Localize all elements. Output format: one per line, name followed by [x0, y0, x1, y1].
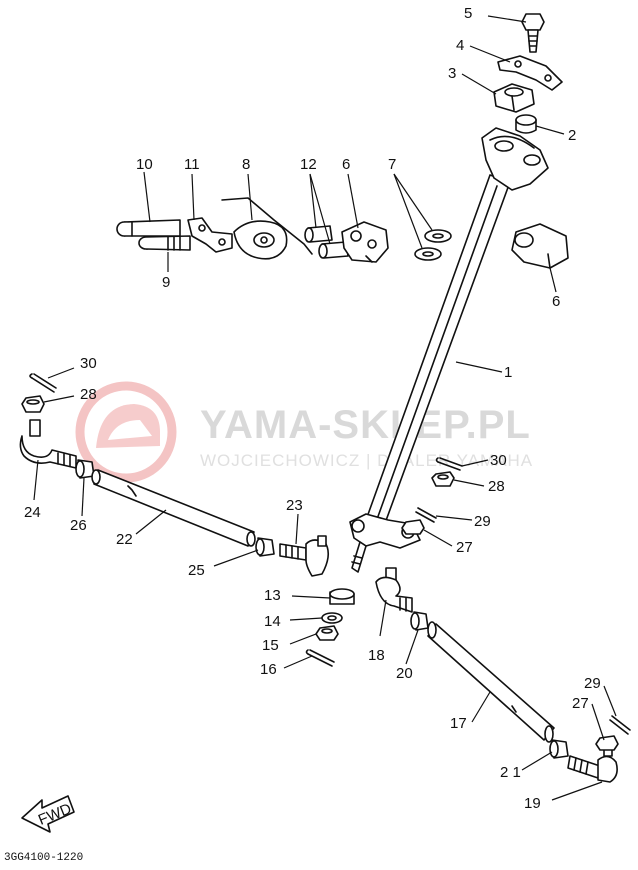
leader-lines	[33, 15, 617, 801]
part-14-washer	[321, 612, 343, 624]
callout-22: 22	[116, 531, 133, 548]
callout-27-upper: 27	[456, 539, 473, 556]
forward-arrow-icon: FWD	[21, 795, 75, 833]
steering-shaft	[349, 127, 549, 573]
callout-15: 15	[262, 637, 279, 654]
callout-13: 13	[264, 587, 281, 604]
part-13-boot	[329, 588, 355, 605]
diagram-code: 3GG4100-1220	[4, 852, 83, 864]
callout-5: 5	[464, 5, 472, 22]
part-26-locknut	[75, 459, 95, 479]
part-6-holder-left	[341, 221, 389, 263]
callout-23: 23	[286, 497, 303, 514]
part-27-nut-lower	[595, 735, 619, 751]
part-29-cotter-pin-upper	[415, 507, 437, 523]
callout-1: 1	[504, 364, 512, 381]
part-7-washers	[414, 229, 452, 261]
part-21-locknut	[549, 739, 569, 759]
callout-19: 19	[524, 795, 541, 812]
callout-28-left: 28	[80, 386, 97, 403]
callout-18: 18	[368, 647, 385, 664]
part-2-bushing	[515, 114, 537, 134]
callout-4: 4	[456, 37, 464, 54]
part-11-bracket	[187, 217, 233, 253]
callout-25: 25	[188, 562, 205, 579]
callout-12: 12	[300, 156, 317, 173]
callout-29-upper: 29	[474, 513, 491, 530]
part-10-bolt	[116, 219, 181, 237]
callout-14: 14	[264, 613, 281, 630]
watermark-brand: YAMA-SKLEP.PL	[200, 403, 531, 447]
part-27-nut-upper	[401, 519, 425, 535]
part-18-tie-rod-end	[375, 567, 413, 613]
part-30-cotter-pin-right	[435, 457, 463, 471]
callout-8: 8	[242, 156, 250, 173]
part-30-cotter-pin-left	[29, 373, 57, 393]
callout-7: 7	[388, 156, 396, 173]
callout-numbers: 5 4 3 2 1 6 10 11 8 12 6 7 9 30 28 24 26…	[24, 5, 601, 812]
part-16-cotter-pin	[305, 649, 335, 667]
callout-30-right: 30	[490, 452, 507, 469]
part-24-tie-rod-end-left	[19, 419, 77, 469]
callout-16: 16	[260, 661, 277, 678]
callout-24: 24	[24, 504, 41, 521]
callout-28-right: 28	[488, 478, 505, 495]
part-9-bolt	[138, 235, 191, 251]
callout-6-left: 6	[342, 156, 350, 173]
part-20-locknut	[410, 611, 429, 631]
callout-17: 17	[450, 715, 467, 732]
part-28-nut-left	[21, 395, 45, 413]
part-3-holder	[493, 83, 535, 113]
callout-11: 11	[184, 156, 200, 173]
part-22-tie-rod-left	[91, 469, 256, 547]
helmet-circle-logo-icon	[75, 381, 177, 483]
callout-6-right: 6	[552, 293, 560, 310]
callout-10: 10	[136, 156, 153, 173]
callout-27-lower: 27	[572, 695, 589, 712]
callout-9: 9	[162, 274, 170, 291]
callout-30-left: 30	[80, 355, 97, 372]
part-17-tie-rod-right	[427, 621, 555, 743]
part-8-link	[221, 197, 313, 260]
callout-3: 3	[448, 65, 456, 82]
part-29-cotter-pin-lower	[609, 715, 631, 735]
part-23-tie-rod-end-inner	[279, 535, 330, 577]
callout-26: 26	[70, 517, 87, 534]
callout-29-lower: 29	[584, 675, 601, 692]
part-4-plate	[497, 55, 563, 91]
part-28-nut-right	[431, 471, 455, 487]
watermark: YAMA-SKLEP.PL WOJCIECHOWICZ | DEALER YAM…	[75, 381, 532, 483]
callout-20: 20	[396, 665, 413, 682]
part-15-nut	[315, 625, 339, 641]
part-25-locknut	[255, 537, 275, 557]
part-5-bolt	[521, 13, 545, 53]
callout-2: 2	[568, 127, 576, 144]
callout-21: 2 1	[500, 764, 521, 781]
part-6-holder-right	[511, 223, 569, 269]
